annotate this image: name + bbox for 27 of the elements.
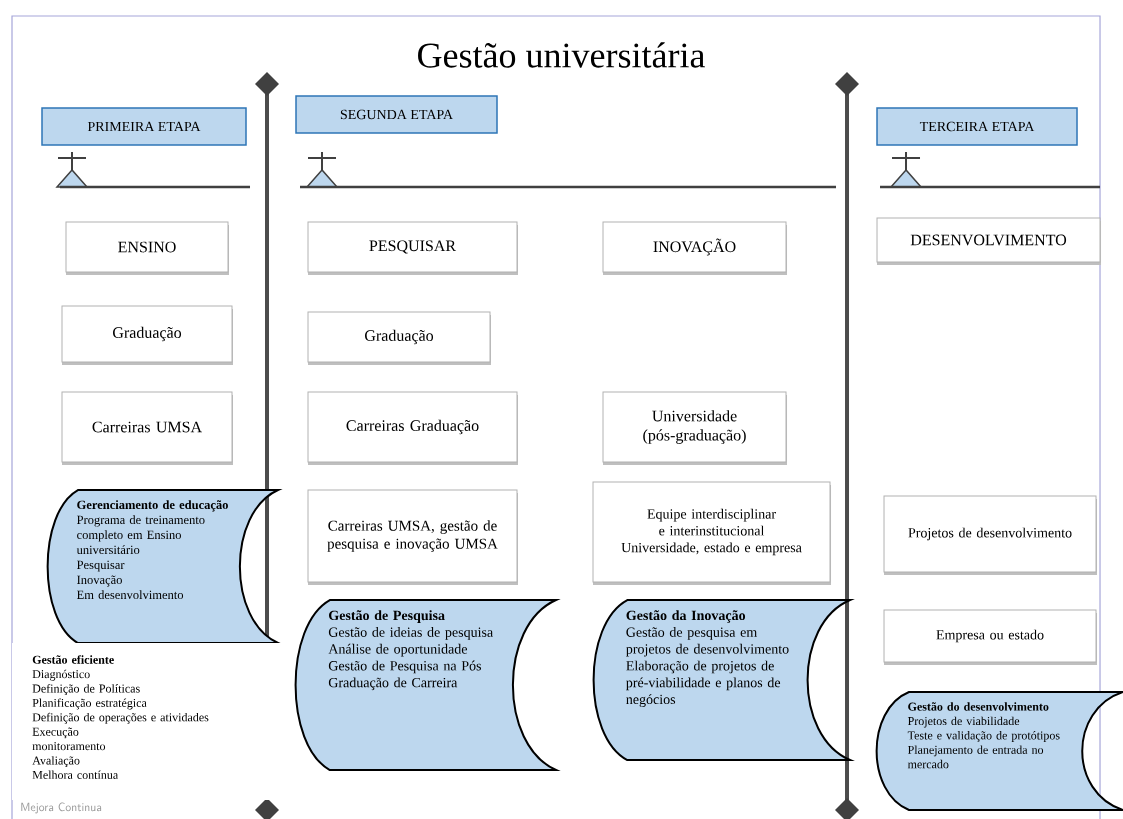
node-label: Execução [32, 727, 79, 739]
node-label: Diagnóstico [32, 669, 90, 681]
text-box: Universidade (pós-graduação) [602, 391, 787, 465]
text-box: PESQUISAR [307, 221, 518, 275]
text-box: Carreiras UMSA [61, 391, 233, 465]
stage-label: SEGUNDA ETAPA [295, 95, 498, 134]
node-label: Avaliação [32, 756, 80, 768]
node-label: Planificação estratégica [32, 698, 147, 710]
node-label: Melhora contínua [32, 770, 119, 779]
text-box: ENSINO [65, 221, 229, 275]
text-panel: Gestão eficiente Diagnóstico Definição de Políticas Planificação estratégica Definição de operações e atividades Execução monitoramento Avaliação Melhora contínua [12, 643, 288, 800]
node-label: Gestão eficiente [32, 655, 114, 664]
text-box: Graduação [307, 311, 491, 365]
title: Gestão universitária [418, 42, 705, 68]
text-box: Carreiras UMSA, gestão de pesquisa e inovação UMSA [307, 489, 518, 585]
node-label: monitoramento [32, 742, 106, 751]
stage-label: TERCEIRA ETAPA [876, 107, 1078, 146]
text-box: Empresa ou estado [883, 609, 1097, 665]
node-label: Definição de Políticas [32, 684, 140, 696]
text-box: Carreiras Graduação [307, 391, 518, 465]
text-box: INOVAÇÃO [602, 221, 787, 275]
node-label: Definição de operações e atividades [32, 712, 209, 724]
text-box: DESENVOLVIMENTO [876, 217, 1101, 265]
text-box: Equipe interdisciplinar e interinstitucional Universidade, estado e empresa [592, 481, 831, 585]
text-box: Graduação [61, 305, 233, 365]
stage-label: PRIMEIRA ETAPA [41, 107, 247, 146]
text-box: Projetos de desenvolvimento [883, 495, 1097, 575]
